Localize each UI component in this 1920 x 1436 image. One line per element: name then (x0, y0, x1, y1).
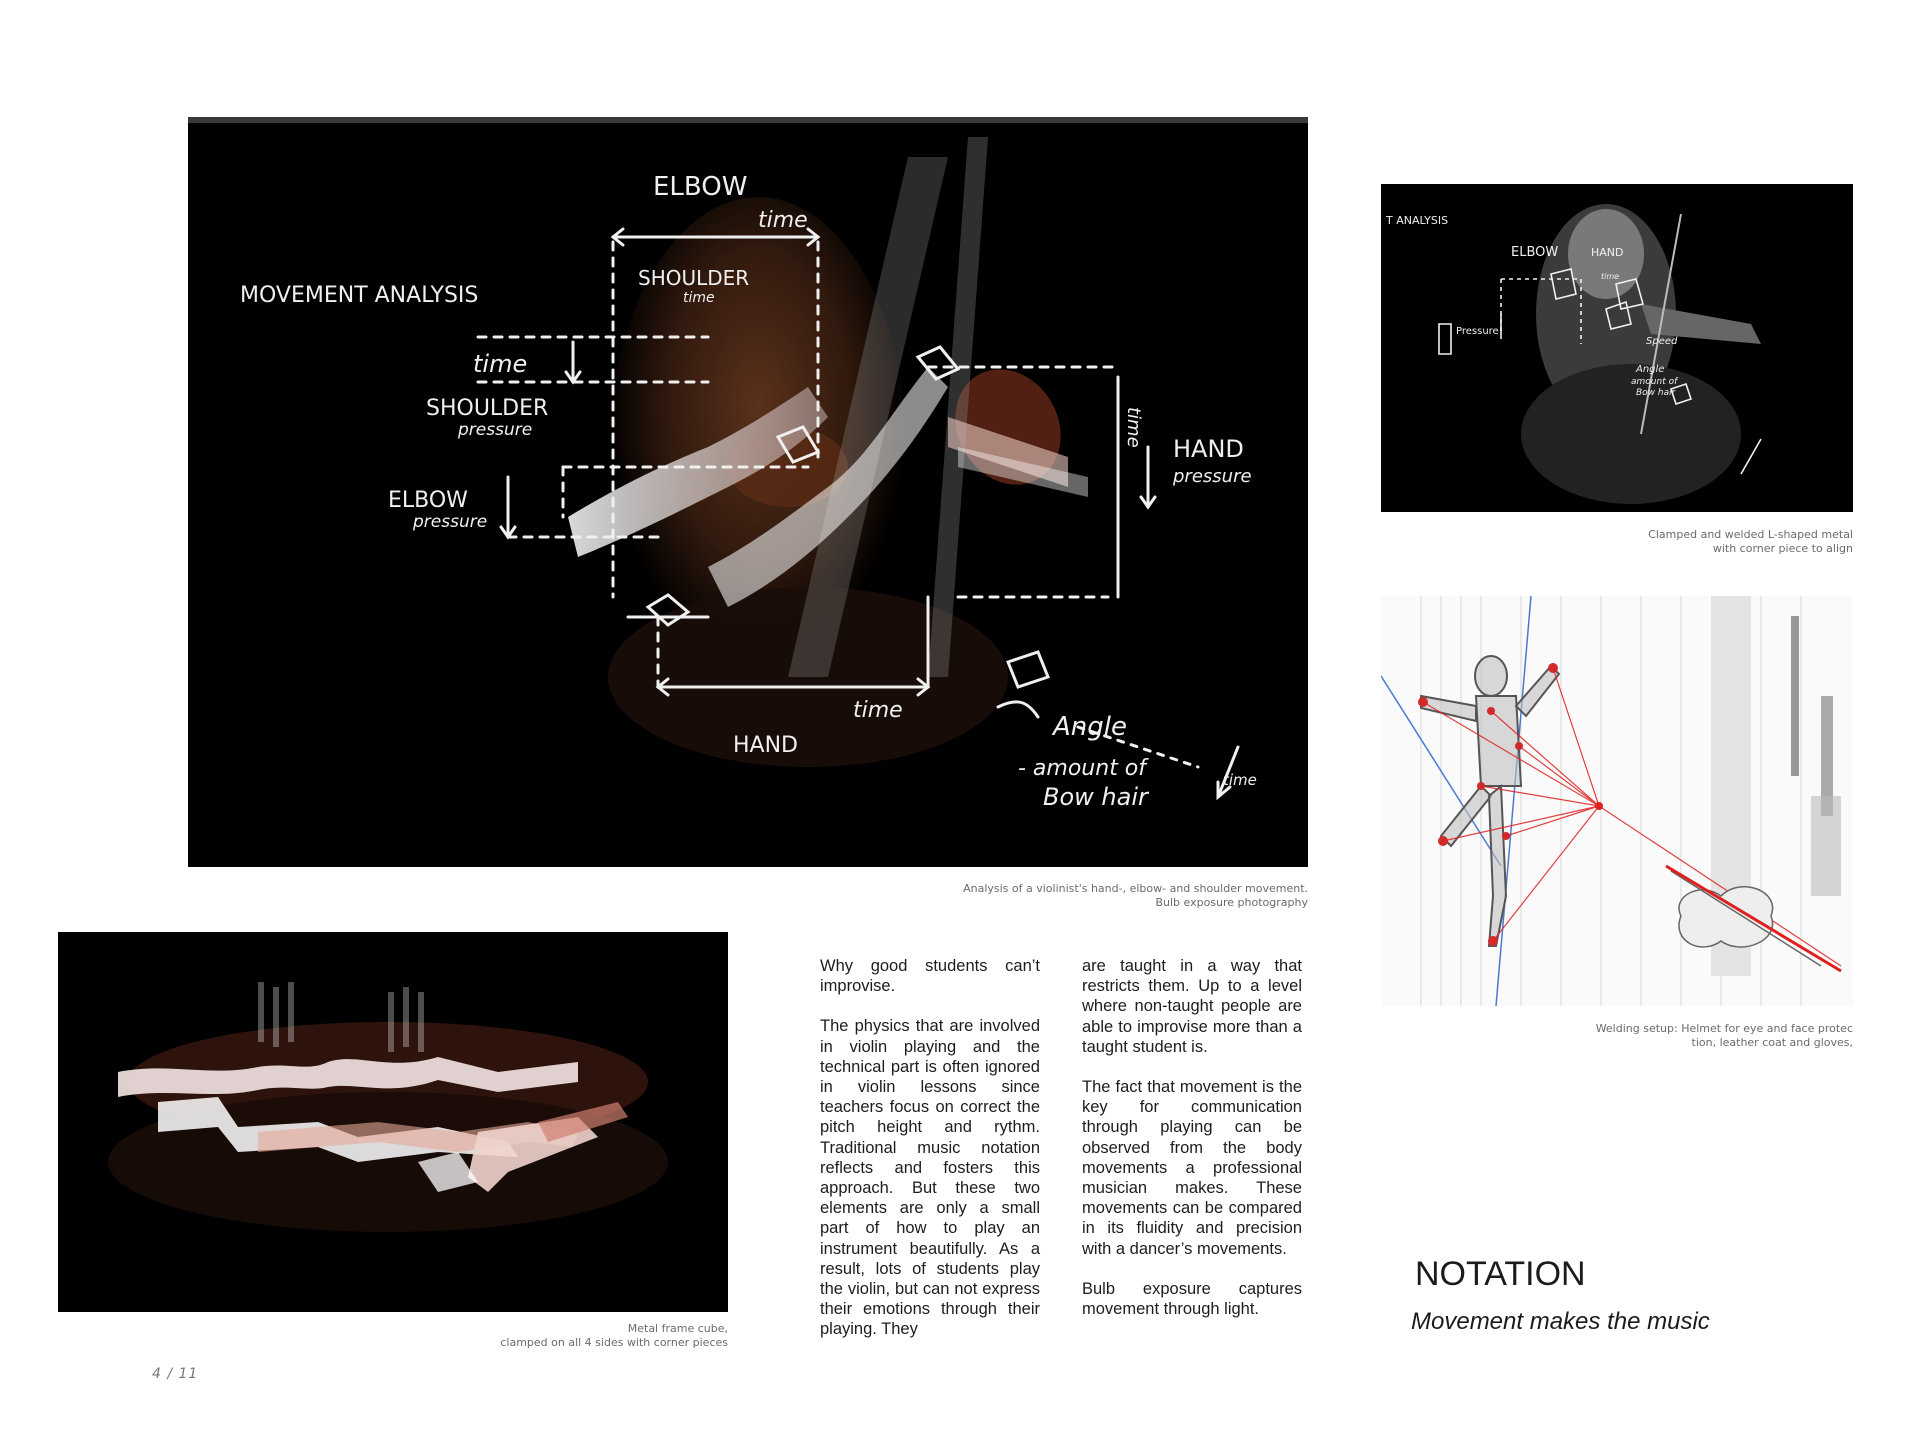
annotation-time-right: time (1123, 407, 1144, 448)
movement-analysis-caption: Analysis of a violinist's hand-, elbow- … (963, 882, 1308, 909)
light-trail-caption: Metal frame cube, clamped on all 4 sides… (500, 1322, 728, 1349)
annotation-movement-analysis: MOVEMENT ANALYSIS (240, 283, 478, 308)
movement-analysis-photo: ELBOW time MOVEMENT ANALYSIS SHOULDER ti… (188, 117, 1308, 867)
annotation-shoulder-pressure-1: SHOULDER (426, 396, 548, 421)
annotation-time-corner: time (1223, 771, 1257, 789)
annotation-shoulder: SHOULDER (638, 266, 749, 290)
article-paragraph: Bulb exposure captures movement through … (1082, 1279, 1302, 1319)
violinist-analysis-drawing: T ANALYSIS ELBOW HAND Pressure Speed Ang… (1381, 184, 1853, 512)
annotation-time-left: time (473, 350, 527, 378)
page-title: NOTATION (1415, 1255, 1586, 1293)
violinist-analysis-caption: Clamped and welded L-shaped metal with c… (1648, 528, 1853, 555)
annotation-time-bottom: time (853, 698, 903, 723)
annotation-t-analysis: T ANALYSIS (1385, 214, 1448, 227)
page-number: 4 / 11 (152, 1366, 199, 1382)
annotation-bow-hair-2: Bow hair (1043, 783, 1150, 811)
movement-analysis-drawing: ELBOW time MOVEMENT ANALYSIS SHOULDER ti… (188, 117, 1308, 867)
light-trail-photo (58, 932, 728, 1312)
light-trail-drawing (58, 932, 728, 1312)
violinist-analysis-photo: T ANALYSIS ELBOW HAND Pressure Speed Ang… (1381, 184, 1853, 512)
annotation-shoulder-pressure-2: pressure (457, 420, 532, 440)
annotation-hand-pressure-2: pressure (1172, 466, 1252, 487)
annotation-elbow-top: ELBOW (653, 172, 747, 202)
annotation-time-top: time (758, 208, 808, 233)
annotation-hand: HAND (1591, 246, 1624, 259)
annotation-speed: Speed (1646, 336, 1678, 347)
annotation-angle: Angle (1051, 712, 1127, 742)
annotation-angle-small: Angle (1635, 364, 1664, 375)
annotation-bow-hair-small-2: Bow hair (1636, 388, 1677, 398)
annotation-time-small: time (1601, 272, 1619, 281)
article-paragraph: are taught in a way that restricts them.… (1082, 957, 1302, 1056)
article-column-1: Why good students can’t improvise. The p… (820, 956, 1040, 1360)
dancer-violin-figure (1381, 596, 1853, 1006)
annotation-hand-pressure-1: HAND (1173, 435, 1244, 463)
page-subtitle: Movement makes the music (1411, 1308, 1710, 1335)
dancer-figure-caption: Welding setup: Helmet for eye and face p… (1595, 1022, 1853, 1049)
annotation-pressure: Pressure (1456, 326, 1499, 337)
dancer-violin-drawing (1381, 596, 1853, 1006)
article-paragraph: Why good students can’t improvise. (820, 957, 1040, 996)
annotation-elbow-pressure-1: ELBOW (388, 488, 468, 513)
annotation-elbow-pressure-2: pressure (412, 512, 487, 532)
article-column-2: are taught in a way that restricts them.… (1082, 956, 1302, 1339)
article-paragraph: The physics that are involved in violin … (820, 1017, 1040, 1339)
annotation-elbow: ELBOW (1511, 245, 1558, 260)
article-paragraph: The fact that movement is the key for co… (1082, 1078, 1302, 1258)
annotation-shoulder-time: time (683, 290, 715, 306)
annotation-bow-hair-1: - amount of (1018, 756, 1149, 781)
annotation-bow-hair-small-1: amount of (1631, 377, 1679, 387)
annotation-hand-bottom: HAND (733, 733, 798, 758)
